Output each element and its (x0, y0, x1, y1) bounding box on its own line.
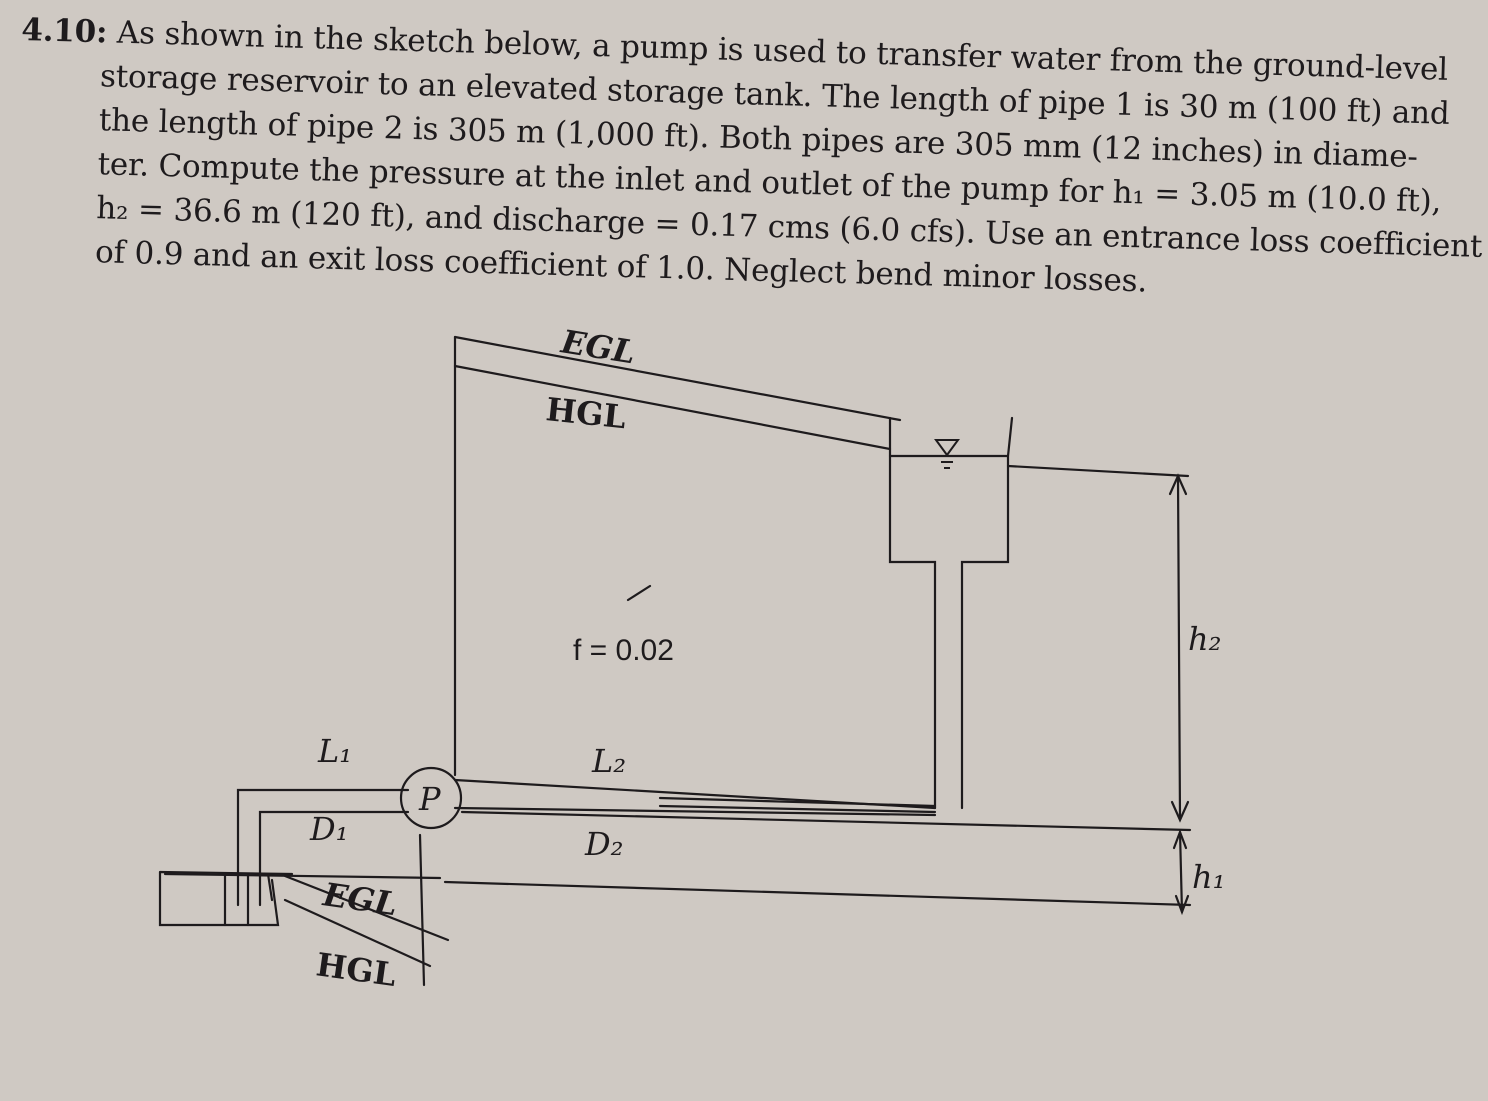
hgl-top-line (453, 364, 892, 451)
hgl-bottom-label: HGL (314, 945, 399, 994)
datum-line (443, 880, 1192, 907)
h2-dimension-line (1176, 476, 1182, 820)
pump (399, 766, 463, 830)
friction-factor-label: f = 0.02 (573, 634, 674, 667)
h2-label: h₂ (1188, 620, 1221, 658)
d2-label: D₂ (584, 825, 623, 863)
h2-arrow-bottom (1170, 800, 1190, 823)
pump-vertical-line (418, 833, 426, 987)
l1-label: L₁ (317, 732, 352, 770)
tank-water-level-line (1006, 464, 1190, 478)
water-surface-icon (934, 439, 960, 469)
h1-arrow-bottom (1174, 894, 1190, 916)
egl-bottom-label: EGL (320, 875, 400, 923)
pipe-2-tick (658, 796, 937, 814)
reservoir-water-line (283, 898, 432, 968)
elevated-tank (888, 416, 1014, 810)
egl-top-label: EGL (558, 322, 638, 371)
h1-dimension-line (1178, 830, 1184, 914)
pump-centerline (460, 810, 1192, 832)
leader-tick (626, 584, 652, 602)
ground-reservoir (158, 870, 294, 927)
reservoir-water-line (283, 874, 450, 942)
h1-arrow-top (1172, 828, 1188, 850)
egl-top-line (453, 335, 902, 422)
h2-arrow-top (1168, 473, 1188, 496)
pump-system-diagram: EGL HGL f = 0.02 L₁ D₁ P L₂ D₂ EGL HGL h… (158, 322, 1225, 994)
reservoir-intake (223, 872, 274, 927)
l2-label: L₂ (591, 742, 626, 780)
hgl-top-label: HGL (544, 390, 628, 436)
pump-label: P (418, 780, 441, 818)
h1-label: h₁ (1192, 858, 1225, 896)
d1-label: D₁ (309, 810, 348, 848)
datum-line (163, 872, 442, 880)
